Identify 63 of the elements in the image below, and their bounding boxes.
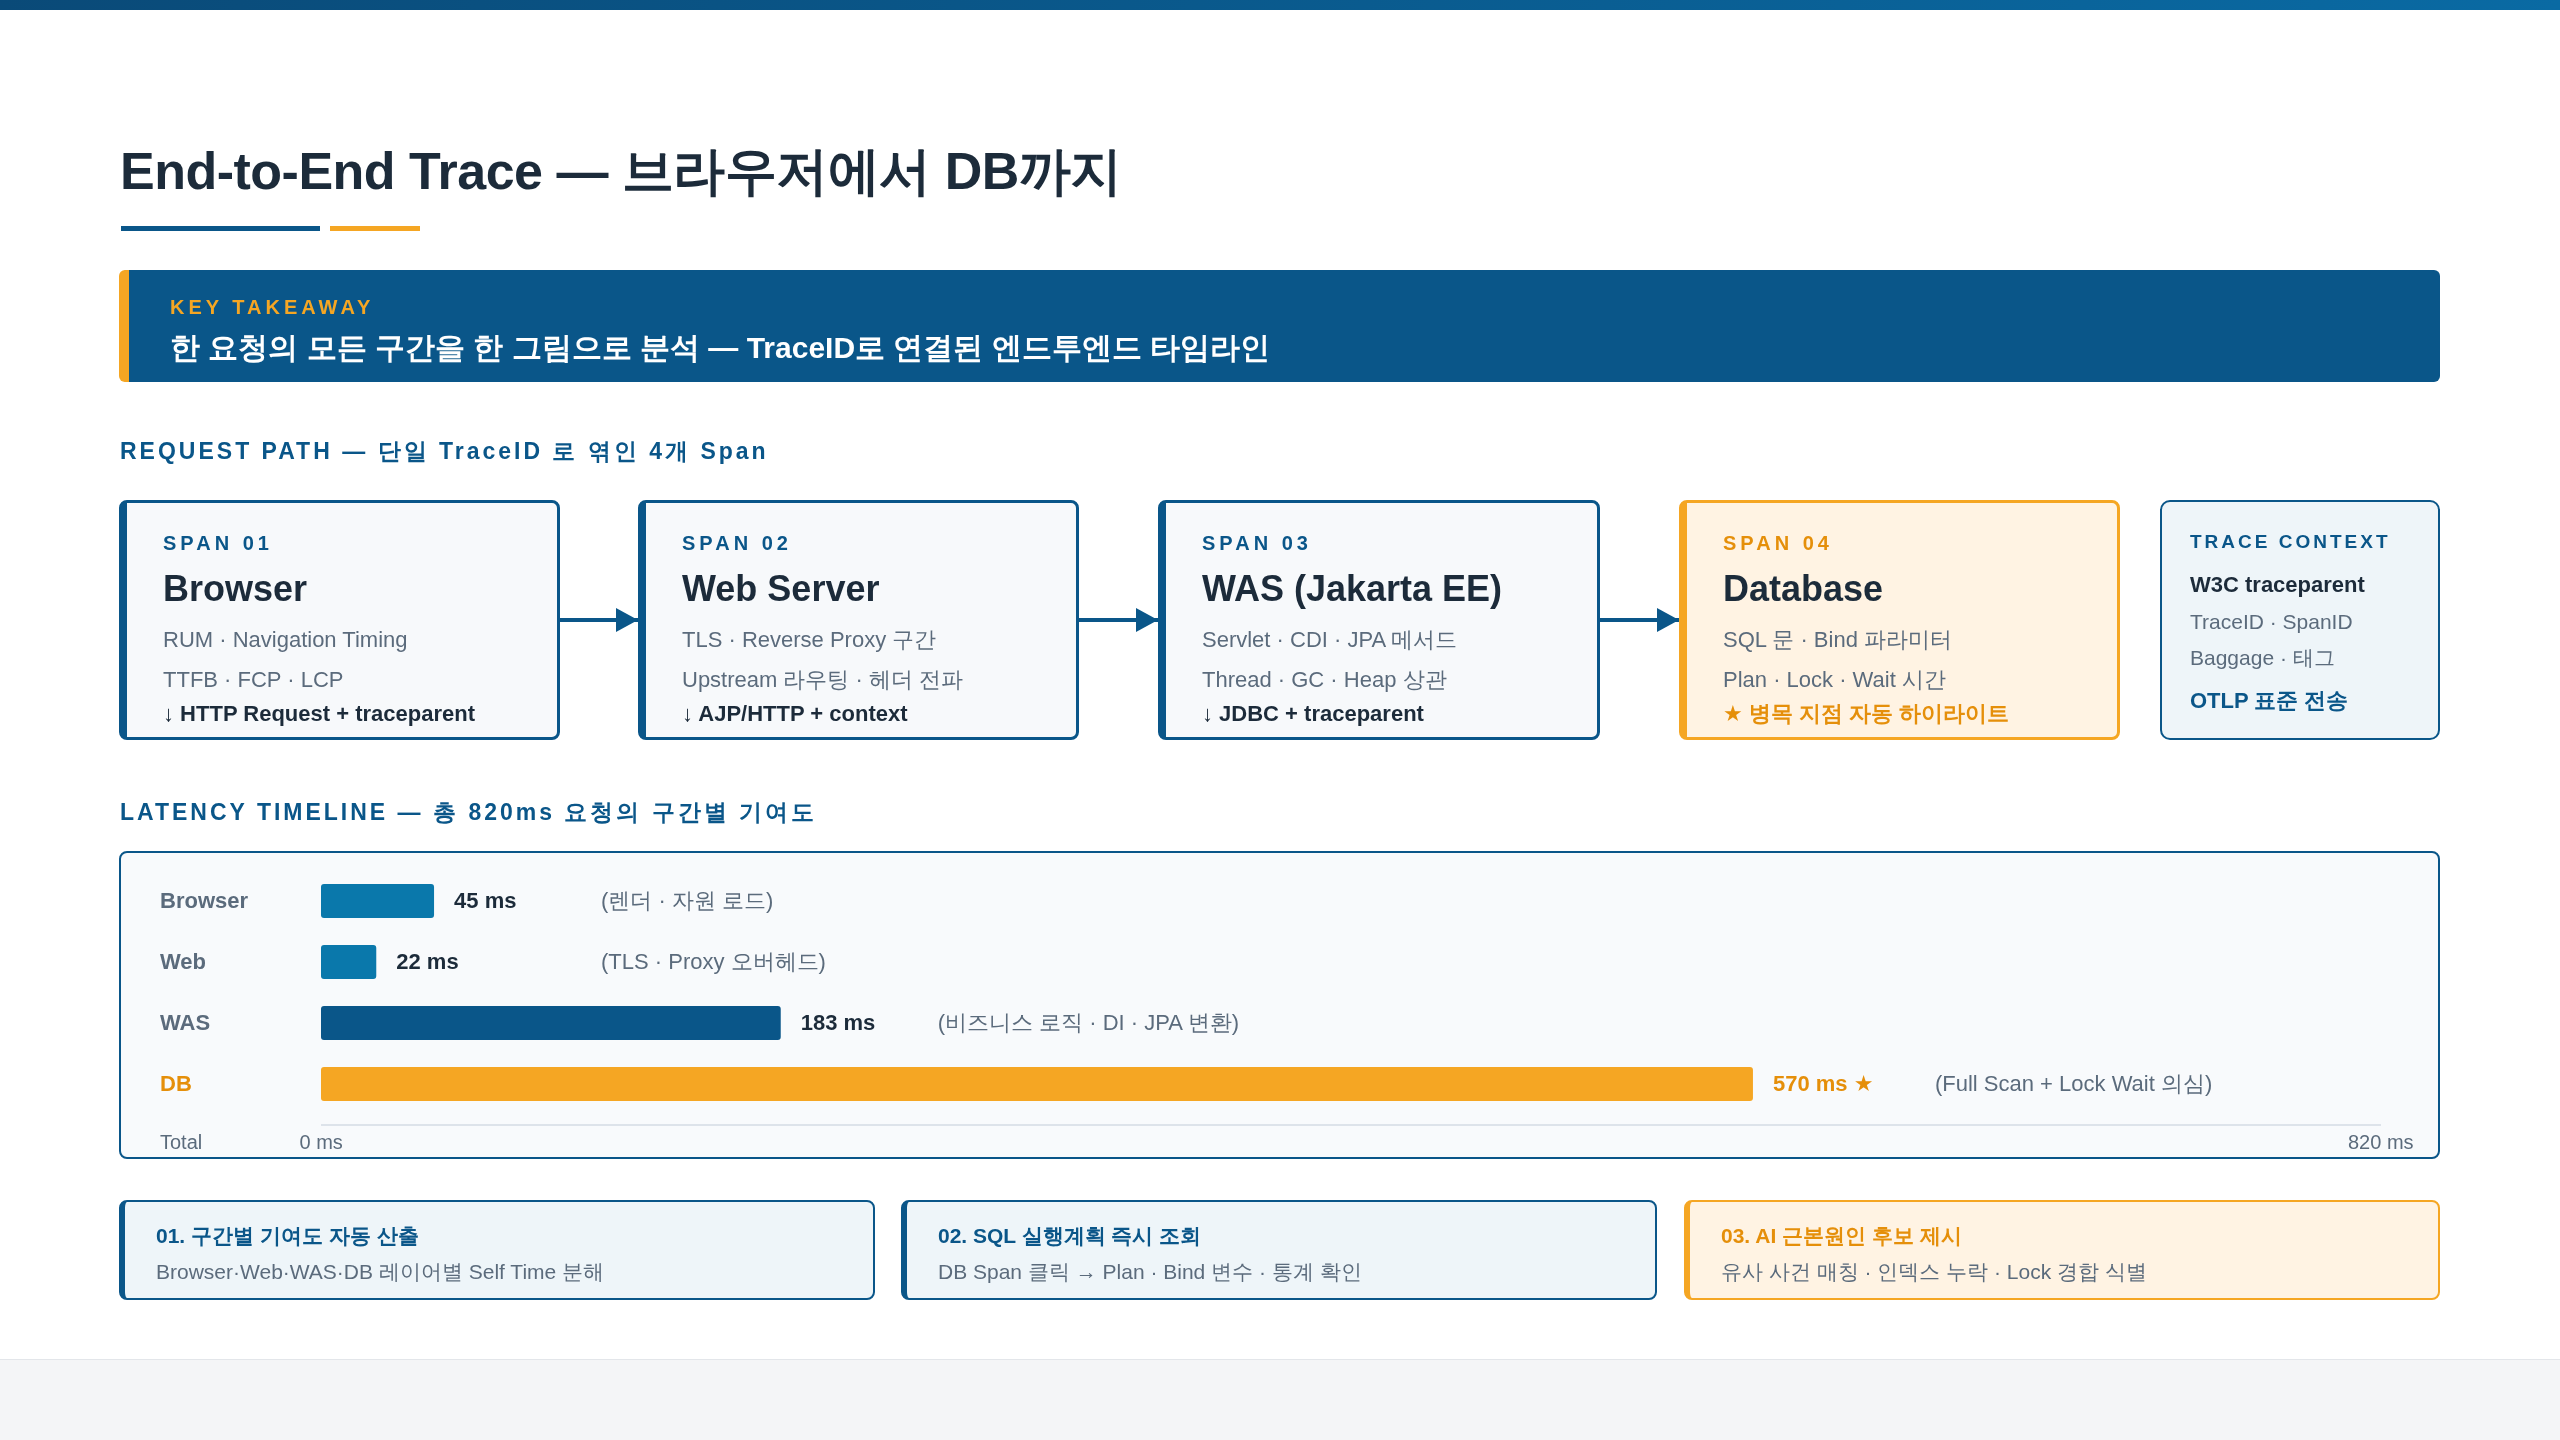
span-number: SPAN 02 [682,531,792,555]
span-title: Browser [163,567,308,611]
section-heading: REQUEST PATH — 단일 TraceID 로 엮인 4개 Span [120,437,769,466]
feature-description: 유사 사건 매칭 · 인덱스 누락 · Lock 경합 식별 [1721,1259,2147,1285]
span-number: SPAN 01 [163,531,273,555]
value-label: 22 ms [396,948,459,976]
arrow [560,608,638,632]
category-label: Web [160,948,207,976]
propagation-note: ↓ HTTP Request + traceparent [163,700,475,728]
tick-label: 820 ms [2348,1130,2414,1155]
feature-card [901,1200,1657,1300]
feature-card [1684,1200,2440,1300]
card-subtitle: W3C traceparent [2190,571,2365,599]
span-title: Database [1723,567,1884,611]
feature-description: DB Span 클릭 → Plan · Bind 변수 · 통계 확인 [938,1259,1362,1285]
arrow [1079,608,1158,632]
feature-card [119,1200,875,1300]
value-label: 183 ms [800,1009,876,1037]
banner-kicker: KEY TAKEAWAY [170,295,375,319]
span-detail: Upstream 라우팅 · 헤더 전파 [682,666,964,694]
span-detail: Servlet · CDI · JPA 메서드 [1202,626,1458,654]
card-detail: TraceID · SpanID [2190,609,2353,635]
bar-annotation: (TLS · Proxy 오버헤드) [601,948,826,976]
tick-label: 0 ms [299,1130,343,1155]
page-title: End-to-End Trace — 브라우저에서 DB까지 [120,141,1122,202]
feature-title: 01. 구간별 기여도 자동 산출 [156,1223,419,1249]
section-heading: LATENCY TIMELINE — 총 820ms 요청의 구간별 기여도 [120,798,818,827]
axis-label: Total [160,1130,203,1155]
card-detail: Baggage · 태그 [2190,645,2335,671]
span-detail: TTFB · FCP · LCP [163,666,344,694]
category-label: WAS [160,1009,211,1037]
banner-message: 한 요청의 모든 구간을 한 그림으로 분석 — TraceID로 연결된 엔드투엔드 타임라인 [170,330,1271,366]
highlight-note: ★ 병목 지점 자동 하이라이트 [1723,700,2010,728]
feature-title: 02. SQL 실행계획 즉시 조회 [938,1223,1202,1249]
category-label: Browser [160,887,249,915]
span-card [1158,500,1600,740]
span-card [1679,500,2120,740]
span-number: SPAN 04 [1723,531,1833,555]
arrow [1600,608,1679,632]
span-card [638,500,1079,740]
takeaway-banner [119,270,2440,382]
span-detail: Thread · GC · Heap 상관 [1202,666,1447,694]
propagation-note: ↓ AJP/HTTP + context [682,700,908,728]
propagation-note: ↓ JDBC + traceparent [1202,700,1424,728]
span-title: Web Server [682,567,880,611]
feature-title: 03. AI 근본원인 후보 제시 [1721,1223,1962,1249]
card-emphasis: OTLP 표준 전송 [2190,687,2349,715]
bar-annotation: (렌더 · 자원 로드) [601,887,774,915]
span-detail: RUM · Navigation Timing [163,626,408,654]
category-label: DB [160,1070,192,1098]
span-card [119,500,560,740]
card-heading: TRACE CONTEXT [2190,530,2391,554]
value-label: 45 ms [454,887,517,915]
span-title: WAS (Jakarta EE) [1202,567,1503,611]
bar-annotation: (비즈니스 로직 · DI · JPA 변환) [937,1009,1240,1037]
span-detail: Plan · Lock · Wait 시간 [1723,666,1946,694]
bar-annotation: (Full Scan + Lock Wait 의심) [1934,1070,2213,1098]
value-label: 570 ms ★ [1772,1070,1874,1098]
feature-description: Browser·Web·WAS·DB 레이어별 Self Time 분해 [156,1259,605,1285]
span-detail: TLS · Reverse Proxy 구간 [682,626,937,654]
span-number: SPAN 03 [1202,531,1312,555]
info-card [2160,500,2440,740]
span-detail: SQL 문 · Bind 파라미터 [1723,626,1952,654]
